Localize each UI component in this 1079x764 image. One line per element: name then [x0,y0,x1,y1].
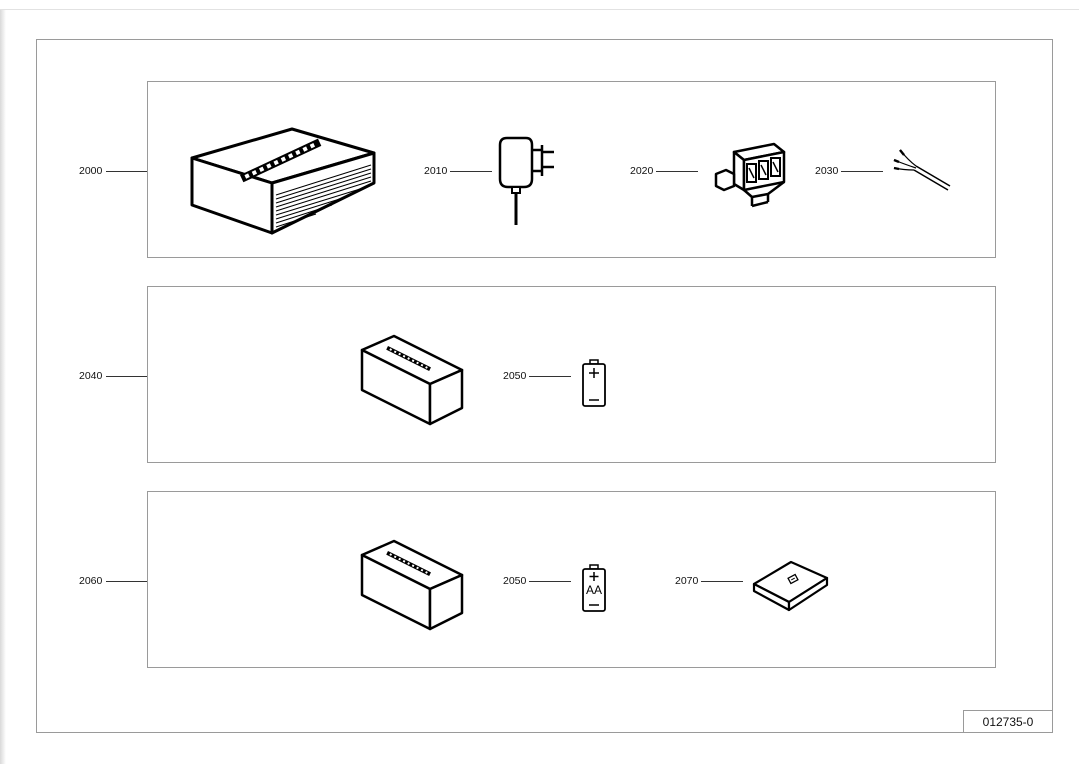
callout-2070: 2070 [675,575,699,587]
callout-2010: 2010 [424,165,448,177]
battery-type-label: AA [586,583,602,597]
leader-line [529,581,571,582]
leader-line [656,171,698,172]
document-number: 012735-0 [963,710,1053,733]
cable-drawing [893,149,951,191]
panel-controller-set [147,81,996,258]
callout-2020: 2020 [630,165,654,177]
callout-2000: 2000 [79,165,103,177]
callout-2060: 2060 [79,575,103,587]
controller-unit-drawing [190,127,376,235]
terminal-connector-drawing [714,142,786,208]
callout-2040: 2040 [79,370,103,382]
callout-2030: 2030 [815,165,839,177]
leader-line [841,171,883,172]
battery-icon [582,359,606,407]
callout-2050: 2050 [503,575,527,587]
leader-line [106,581,147,582]
page-shadow [0,0,6,764]
leader-line [450,171,492,172]
panel-sensor-aa-set [147,491,996,668]
leader-line [106,376,147,377]
leader-line [701,581,743,582]
leader-line [106,171,147,172]
page-top-edge [0,0,1079,10]
sensor-unit-drawing [360,539,464,631]
leader-line [529,376,571,377]
panel-sensor-set [147,286,996,463]
drawing-frame [36,39,1053,733]
callout-2050: 2050 [503,370,527,382]
aa-battery-icon: AA [582,564,606,612]
mounting-plate-drawing [752,560,829,612]
sensor-unit-drawing [360,334,464,426]
power-adapter-drawing [498,136,554,225]
